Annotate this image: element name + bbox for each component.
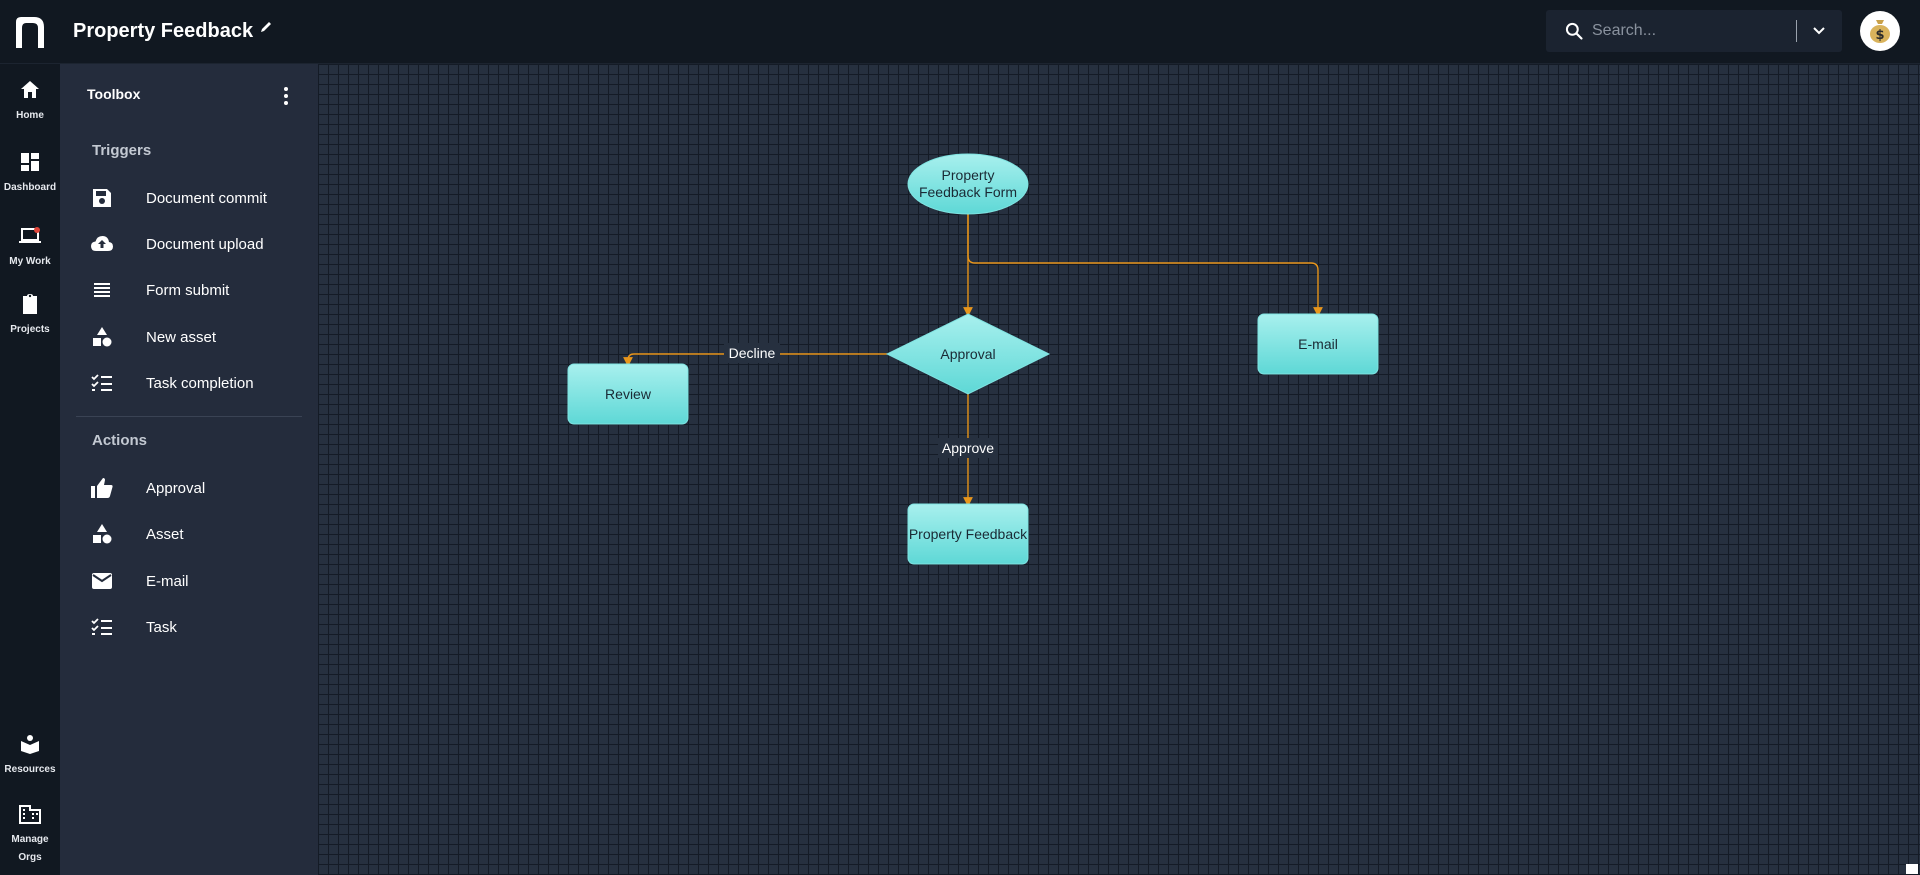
search-box xyxy=(1546,10,1842,52)
resources-icon xyxy=(21,735,39,754)
checklist-icon xyxy=(91,618,112,635)
app-logo-icon[interactable] xyxy=(12,14,48,50)
node-label: E-mail xyxy=(1298,336,1338,352)
search-input[interactable] xyxy=(1592,18,1792,44)
node-label: Property Feedback xyxy=(909,526,1028,542)
nav-label: Home xyxy=(16,110,44,121)
action-label: E-mail xyxy=(146,572,189,590)
node-label: Approval xyxy=(940,346,995,362)
trigger-form-submit[interactable]: Form submit xyxy=(90,271,300,309)
node-approval-decision[interactable]: Approval xyxy=(885,313,1051,395)
building-icon xyxy=(19,805,41,824)
nav-item-home[interactable]: Home xyxy=(0,78,60,140)
edge-label-decline: Decline xyxy=(729,345,776,361)
search-icon xyxy=(1565,22,1583,40)
thumbs-up-icon xyxy=(91,478,113,498)
trigger-document-commit[interactable]: Document commit xyxy=(90,179,300,217)
svg-text:$: $ xyxy=(1875,28,1884,43)
workflow-diagram: Decline Approve Property Feedback Form A… xyxy=(567,153,1379,565)
nav-item-manage-orgs[interactable]: Manage Orgs xyxy=(0,802,60,872)
top-bar: Property Feedback $ xyxy=(0,0,1920,64)
action-task[interactable]: Task xyxy=(90,608,300,646)
node-review[interactable]: Review xyxy=(567,363,689,425)
edit-pencil-icon[interactable] xyxy=(259,20,273,34)
nav-rail: Home Dashboard My Work Projects Resource… xyxy=(0,64,60,875)
nav-label: Dashboard xyxy=(3,182,57,193)
laptop-icon xyxy=(19,227,41,243)
nav-label: Manage Orgs xyxy=(11,834,49,863)
trigger-label: Task completion xyxy=(146,374,254,392)
trigger-label: New asset xyxy=(146,328,217,346)
nav-label: Projects xyxy=(10,324,50,335)
toolbox-title: Toolbox xyxy=(87,86,141,102)
edge-label-bg xyxy=(938,438,998,458)
trigger-new-asset[interactable]: New asset xyxy=(90,318,300,356)
action-approval[interactable]: Approval xyxy=(90,469,300,507)
page-title[interactable]: Property Feedback xyxy=(73,20,273,43)
clipboard-icon xyxy=(23,294,37,314)
nav-item-dashboard[interactable]: Dashboard xyxy=(0,150,60,212)
nav-label: My Work xyxy=(9,256,51,267)
node-email[interactable]: E-mail xyxy=(1257,313,1379,375)
money-bag-icon: $ xyxy=(1870,20,1890,43)
trigger-label: Form submit xyxy=(146,281,230,299)
save-icon xyxy=(93,189,111,207)
mail-icon xyxy=(92,573,112,589)
chevron-down-icon[interactable] xyxy=(1810,22,1828,40)
nav-item-resources[interactable]: Resources xyxy=(0,732,60,794)
trigger-task-completion[interactable]: Task completion xyxy=(90,364,300,402)
edge-approval-to-review[interactable] xyxy=(623,353,887,367)
action-asset[interactable]: Asset xyxy=(90,515,300,553)
more-vertical-icon[interactable] xyxy=(274,84,298,108)
cloud-upload-icon xyxy=(91,236,113,251)
edge-label-bg xyxy=(724,343,780,363)
shapes-icon xyxy=(93,327,112,347)
toolbox-panel: Toolbox Triggers Document commit Documen… xyxy=(60,64,318,875)
triggers-section-title: Triggers xyxy=(92,142,152,159)
node-label: Review xyxy=(605,386,652,402)
dashboard-icon xyxy=(21,153,39,171)
workflow-canvas[interactable]: Decline Approve Property Feedback Form A… xyxy=(318,64,1920,875)
trigger-label: Document commit xyxy=(146,189,267,207)
home-icon xyxy=(21,81,39,98)
node-label-line1: Property xyxy=(942,167,995,183)
node-label-line2: Feedback Form xyxy=(919,184,1017,200)
nav-item-my-work[interactable]: My Work xyxy=(0,224,60,286)
nav-item-projects[interactable]: Projects xyxy=(0,292,60,354)
node-start-property-feedback-form[interactable]: Property Feedback Form xyxy=(907,153,1029,215)
action-label: Approval xyxy=(146,479,206,497)
list-lines-icon xyxy=(94,283,110,297)
resize-corner[interactable] xyxy=(1906,864,1918,874)
shapes-icon xyxy=(93,524,112,544)
edge-start-to-email[interactable] xyxy=(967,214,1323,317)
action-label: Task xyxy=(146,618,177,636)
checklist-icon xyxy=(91,374,112,391)
trigger-document-upload[interactable]: Document upload xyxy=(90,225,300,263)
nav-label: Resources xyxy=(4,764,56,775)
actions-section-title: Actions xyxy=(92,432,148,449)
action-label: Asset xyxy=(146,525,184,543)
toolbox-divider xyxy=(76,416,302,417)
node-property-feedback[interactable]: Property Feedback xyxy=(907,503,1029,565)
avatar[interactable]: $ xyxy=(1860,11,1900,51)
trigger-label: Document upload xyxy=(146,235,264,253)
edge-label-approve: Approve xyxy=(942,440,994,456)
action-email[interactable]: E-mail xyxy=(90,562,300,600)
page-title-text: Property Feedback xyxy=(73,20,254,42)
search-divider xyxy=(1796,20,1797,42)
